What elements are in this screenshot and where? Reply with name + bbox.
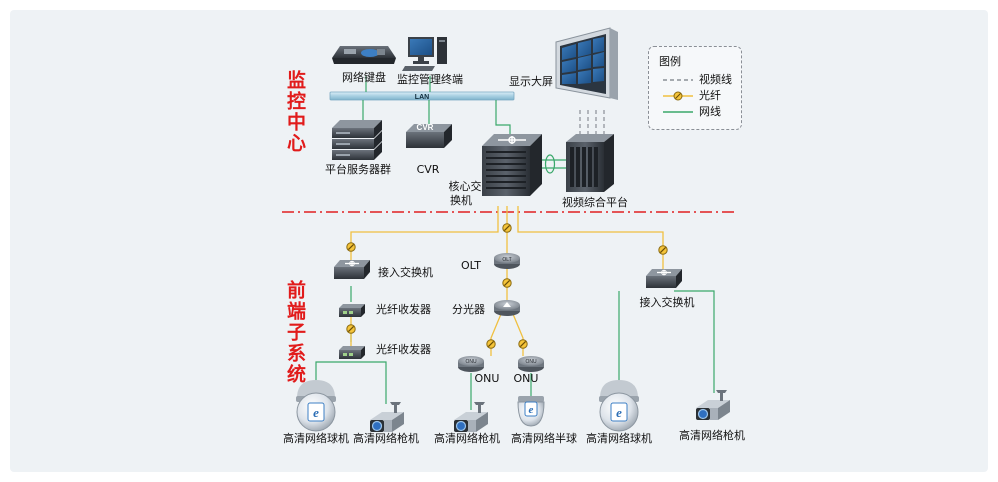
core-switch-icon	[482, 134, 542, 196]
fiber-connector-icon	[502, 278, 512, 288]
network-keyboard-icon	[332, 46, 396, 64]
monitor-terminal-icon	[402, 37, 447, 71]
half-dome-camera-label: 高清网络半球	[511, 432, 577, 445]
fiber-connector-icon	[486, 339, 496, 349]
network-keyboard-label: 网络键盘	[342, 71, 386, 84]
core-switch-label-2: 换机	[450, 194, 472, 207]
legend-item-video: 视频线	[661, 73, 741, 87]
legend-label: 光纤	[699, 89, 721, 102]
core-switch-label-1: 核心交	[448, 180, 482, 193]
display-wall-icon	[555, 27, 618, 100]
fiber-connector-icon	[502, 223, 512, 233]
svg-text:e: e	[529, 404, 534, 416]
olt-label: OLT	[461, 259, 481, 272]
access-switch-icon	[645, 268, 683, 289]
network-diagram: e LAN	[282, 27, 738, 433]
bullet-camera-label: 高清网络枪机	[434, 432, 500, 445]
legend-item-fiber: 光纤	[661, 89, 741, 103]
fiber-transceiver-icon	[339, 304, 365, 317]
legend-label: 网线	[699, 105, 721, 118]
dome-camera-icon	[598, 379, 640, 432]
front-section-title: 前端子系统	[284, 280, 306, 385]
fiber-connector-icon	[346, 242, 356, 252]
lan-bus	[329, 91, 515, 101]
splitter-label: 分光器	[452, 303, 485, 316]
bullet-camera-icon	[695, 389, 731, 421]
ethernet-ring	[537, 154, 570, 174]
onu-badge: ONU	[465, 359, 477, 365]
dome-camera-label: 高清网络球机	[283, 432, 349, 445]
platform-servers-label: 平台服务器群	[325, 163, 391, 176]
lan-label: LAN	[415, 94, 429, 101]
ethernet-line-icon	[663, 111, 693, 113]
display-wall-label: 显示大屏	[509, 75, 553, 88]
legend-title: 图例	[659, 55, 681, 68]
fiber-connector-icon	[518, 339, 528, 349]
fiber-line-icon	[663, 91, 693, 101]
diagram-canvas: e LAN	[10, 10, 988, 472]
fiber-connector-icon	[346, 324, 356, 334]
fiber-connector-icon	[658, 245, 668, 255]
olt-icon: OLT	[494, 253, 520, 269]
onu-label: ONU	[474, 372, 500, 385]
cvr-storage-icon: CVR	[406, 123, 452, 148]
video-links	[579, 110, 605, 134]
bullet-camera-label: 高清网络枪机	[679, 429, 745, 442]
video-platform-icon	[566, 134, 614, 192]
access-switch-label: 接入交换机	[378, 266, 433, 279]
cvr-label: CVR	[416, 163, 440, 176]
monitor-terminal-label: 监控管理终端	[397, 73, 463, 86]
legend-item-ethernet: 网线	[661, 105, 741, 119]
access-switch-icon	[333, 259, 371, 280]
bullet-camera-label: 高清网络枪机	[353, 432, 419, 445]
video-platform-label: 视频综合平台	[562, 196, 628, 209]
legend-box: 图例 视频线 光纤 网线	[648, 46, 742, 130]
onu-label: ONU	[513, 372, 539, 385]
cvr-badge: CVR	[417, 123, 434, 132]
bullet-camera-icon	[369, 401, 405, 433]
onu-badge: ONU	[525, 359, 537, 365]
splitter-icon	[494, 300, 520, 316]
dome-camera-icon	[295, 379, 337, 432]
fiber-transceiver-label: 光纤收发器	[376, 343, 431, 356]
half-dome-camera-icon: e	[517, 396, 545, 427]
center-section-title: 监控中心	[284, 70, 306, 154]
fiber-transceiver-label: 光纤收发器	[376, 303, 431, 316]
video-line-icon	[663, 79, 693, 81]
fiber-transceiver-icon	[339, 346, 365, 359]
legend-label: 视频线	[699, 73, 732, 86]
olt-badge: OLT	[502, 257, 511, 263]
access-switch-label: 接入交换机	[639, 296, 695, 309]
onu-icon: ONU	[518, 356, 544, 372]
dome-camera-label: 高清网络球机	[586, 432, 652, 445]
onu-icon: ONU	[458, 356, 484, 372]
server-rack-icon	[332, 120, 382, 160]
